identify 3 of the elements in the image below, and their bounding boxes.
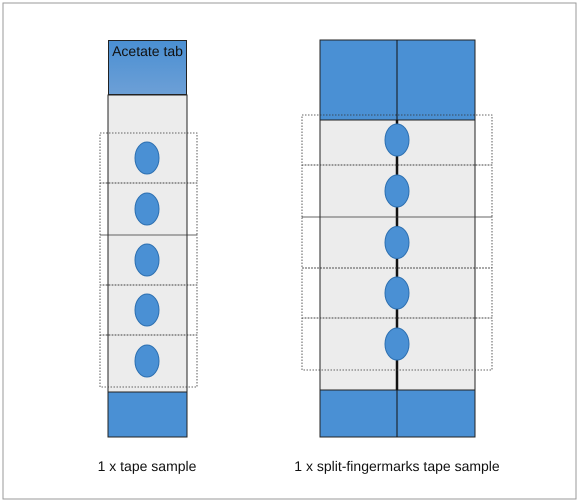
- sample-caption: 1 x tape sample: [98, 458, 196, 474]
- sample-caption: 1 x split-fingermarks tape sample: [294, 458, 500, 474]
- acetate-tab: Acetate tab: [108, 40, 187, 95]
